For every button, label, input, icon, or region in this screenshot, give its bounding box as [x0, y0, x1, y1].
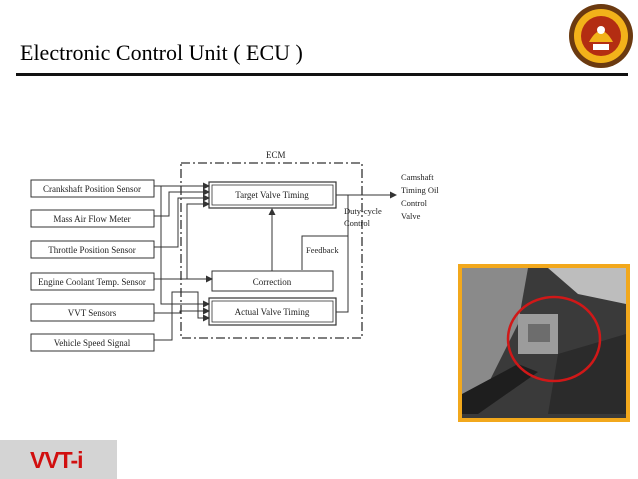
output-label-line4: Valve — [401, 211, 421, 221]
ecm-label: ECM — [266, 150, 286, 160]
output-label-line2: Timing Oil — [401, 185, 439, 195]
block-label-actual: Actual Valve Timing — [235, 307, 310, 317]
ecm-boundary — [180, 162, 363, 339]
university-logo-icon — [569, 4, 633, 68]
sensor-label-vvt: VVT Sensors — [68, 308, 117, 318]
highlight-ring — [506, 295, 602, 383]
duty-cycle-label-line2: Control — [344, 218, 371, 228]
block-target-valve-timing: Target Valve Timing — [208, 181, 337, 209]
block-label-target: Target Valve Timing — [235, 190, 309, 200]
output-label-line3: Control — [401, 198, 428, 208]
sensor-label-crankshaft: Crankshaft Position Sensor — [43, 184, 141, 194]
vvti-badge-text: VVT-i — [30, 447, 84, 473]
sensor-box-coolant: Engine Coolant Temp. Sensor — [30, 272, 155, 291]
ecu-location-photo — [458, 264, 630, 422]
sensor-box-throttle: Throttle Position Sensor — [30, 240, 155, 259]
sensor-box-vvt: VVT Sensors — [30, 303, 155, 322]
duty-cycle-label-line1: Duty-cycle — [344, 206, 382, 216]
block-correction: Correction — [211, 270, 334, 292]
slide-title: Electronic Control Unit ( ECU ) — [20, 40, 303, 65]
sensor-box-vehicle-speed: Vehicle Speed Signal — [30, 333, 155, 352]
feedback-label: Feedback — [306, 245, 339, 255]
connection-lines — [154, 182, 397, 341]
sensor-label-mass-air-flow: Mass Air Flow Meter — [53, 214, 130, 224]
sensor-label-coolant: Engine Coolant Temp. Sensor — [38, 277, 146, 287]
title-divider — [16, 73, 628, 76]
sensor-box-mass-air-flow: Mass Air Flow Meter — [30, 209, 155, 228]
sensor-label-throttle: Throttle Position Sensor — [48, 245, 136, 255]
sensor-box-crankshaft: Crankshaft Position Sensor — [30, 179, 155, 198]
output-label-line1: Camshaft — [401, 172, 434, 182]
block-actual-valve-timing: Actual Valve Timing — [208, 297, 337, 326]
block-label-correction: Correction — [253, 277, 292, 287]
sensor-label-vehicle-speed: Vehicle Speed Signal — [54, 338, 131, 348]
vvti-badge — [0, 440, 117, 479]
